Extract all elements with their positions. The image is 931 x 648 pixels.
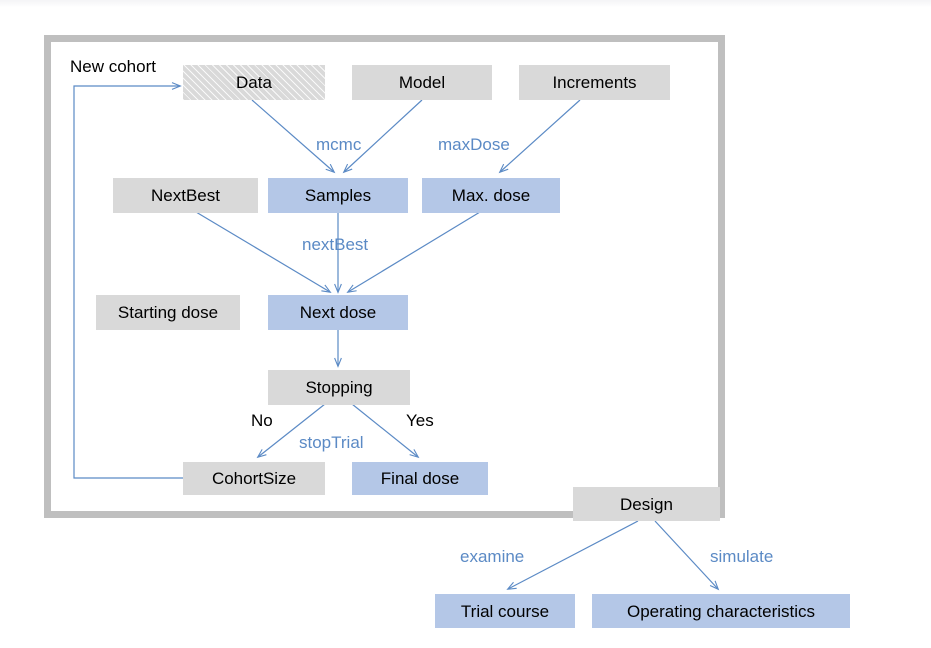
node-samples[interactable]: Samples bbox=[268, 178, 408, 213]
node-next-dose-label: Next dose bbox=[299, 303, 377, 322]
node-cohortsize[interactable]: CohortSize bbox=[183, 462, 325, 495]
node-design[interactable]: Design bbox=[573, 487, 720, 521]
node-operating-characteristics[interactable]: Operating characteristics bbox=[592, 594, 850, 628]
node-model-label: Model bbox=[398, 73, 446, 92]
node-trial-course[interactable]: Trial course bbox=[435, 594, 575, 628]
design-container-frame bbox=[44, 35, 725, 518]
node-trial-course-label: Trial course bbox=[460, 601, 550, 621]
label-examine: examine bbox=[460, 547, 525, 566]
node-design-label: Design bbox=[620, 494, 673, 514]
node-final-dose[interactable]: Final dose bbox=[352, 462, 488, 495]
node-model[interactable]: Model bbox=[352, 65, 492, 100]
label-stoptrial-fn: stopTrial bbox=[299, 433, 364, 452]
label-mcmc: mcmc bbox=[316, 135, 362, 154]
node-next-dose[interactable]: Next dose bbox=[268, 295, 408, 330]
node-final-dose-label: Final dose bbox=[380, 469, 460, 488]
label-new-cohort: New cohort bbox=[70, 57, 156, 76]
node-maxdose-label: Max. dose bbox=[451, 186, 531, 205]
node-samples-label: Samples bbox=[304, 186, 372, 205]
edge-design-to-operatingcharacteristics bbox=[654, 520, 720, 591]
node-data-label: Data bbox=[236, 73, 272, 92]
node-maxdose[interactable]: Max. dose bbox=[422, 178, 560, 213]
node-operating-characteristics-label: Operating characteristics bbox=[626, 601, 816, 621]
node-stopping-label: Stopping bbox=[305, 378, 373, 397]
node-stopping[interactable]: Stopping bbox=[268, 370, 410, 405]
label-yes: Yes bbox=[406, 411, 434, 430]
label-simulate: simulate bbox=[710, 547, 774, 566]
node-nextbest[interactable]: NextBest bbox=[113, 178, 258, 213]
node-data[interactable]: Data bbox=[183, 65, 325, 100]
node-increments-label: Increments bbox=[552, 73, 637, 92]
label-nextbest-fn: nextBest bbox=[302, 235, 369, 254]
label-maxdose-fn: maxDose bbox=[438, 135, 510, 154]
label-no: No bbox=[251, 411, 273, 430]
edge-design-to-trialcourse bbox=[506, 520, 639, 590]
node-cohortsize-label: CohortSize bbox=[211, 469, 297, 488]
node-increments[interactable]: Increments bbox=[519, 65, 670, 100]
node-starting-dose-label: Starting dose bbox=[117, 303, 219, 322]
top-edge-band bbox=[0, 0, 931, 7]
node-nextbest-label: NextBest bbox=[151, 186, 220, 205]
node-starting-dose[interactable]: Starting dose bbox=[96, 295, 240, 330]
